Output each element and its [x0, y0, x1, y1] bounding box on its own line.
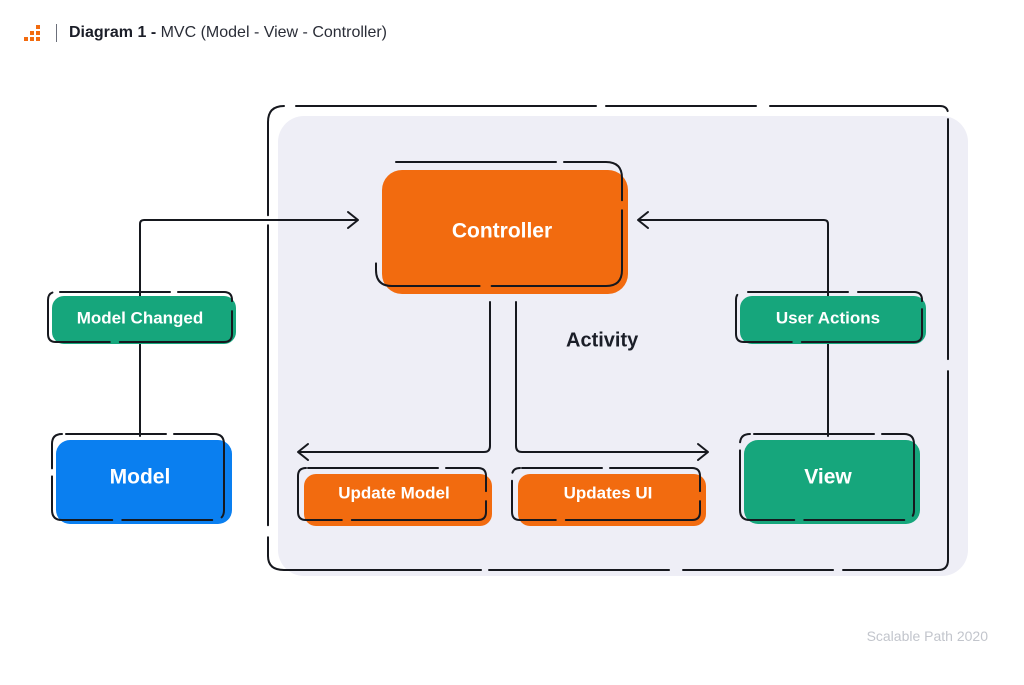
diagram-title: Diagram 1 - MVC (Model - View - Controll…	[69, 24, 387, 42]
view-label: View	[804, 466, 852, 489]
model-changed-node: Model Changed	[47, 291, 236, 344]
arrowhead-controller-right	[637, 211, 649, 229]
controller-node: Controller	[375, 161, 628, 294]
diagram-title-prefix: Diagram 1 -	[69, 24, 157, 41]
scalable-path-logo-icon	[24, 25, 40, 41]
connector-controller-to-updates-ui	[515, 301, 707, 453]
user-actions-node: User Actions	[735, 291, 926, 344]
updates-ui-label: Updates UI	[564, 483, 653, 502]
header-divider	[56, 24, 57, 42]
connector-view-to-controller	[639, 219, 829, 437]
model-label: Model	[110, 466, 171, 489]
controller-label: Controller	[452, 220, 552, 243]
user-actions-label: User Actions	[776, 308, 880, 327]
activity-label: Activity	[566, 329, 639, 351]
header: Diagram 1 - MVC (Model - View - Controll…	[22, 22, 387, 44]
view-node: View	[739, 433, 920, 524]
updates-ui-node: Updates UI	[511, 467, 706, 526]
diagram-title-rest: MVC (Model - View - Controller)	[156, 24, 388, 41]
connector-model-to-controller	[139, 219, 357, 437]
connectors	[139, 211, 829, 461]
arrowhead-update-model	[297, 443, 309, 461]
model-changed-label: Model Changed	[77, 308, 204, 327]
model-node: Model	[51, 433, 232, 524]
update-model-label: Update Model	[338, 483, 449, 502]
update-model-node: Update Model	[297, 467, 492, 526]
arrowhead-updates-ui	[697, 443, 709, 461]
arrowhead-controller-left	[347, 211, 359, 229]
connector-controller-to-update-model	[299, 301, 491, 453]
footer-credit: Scalable Path 2020	[866, 628, 988, 644]
